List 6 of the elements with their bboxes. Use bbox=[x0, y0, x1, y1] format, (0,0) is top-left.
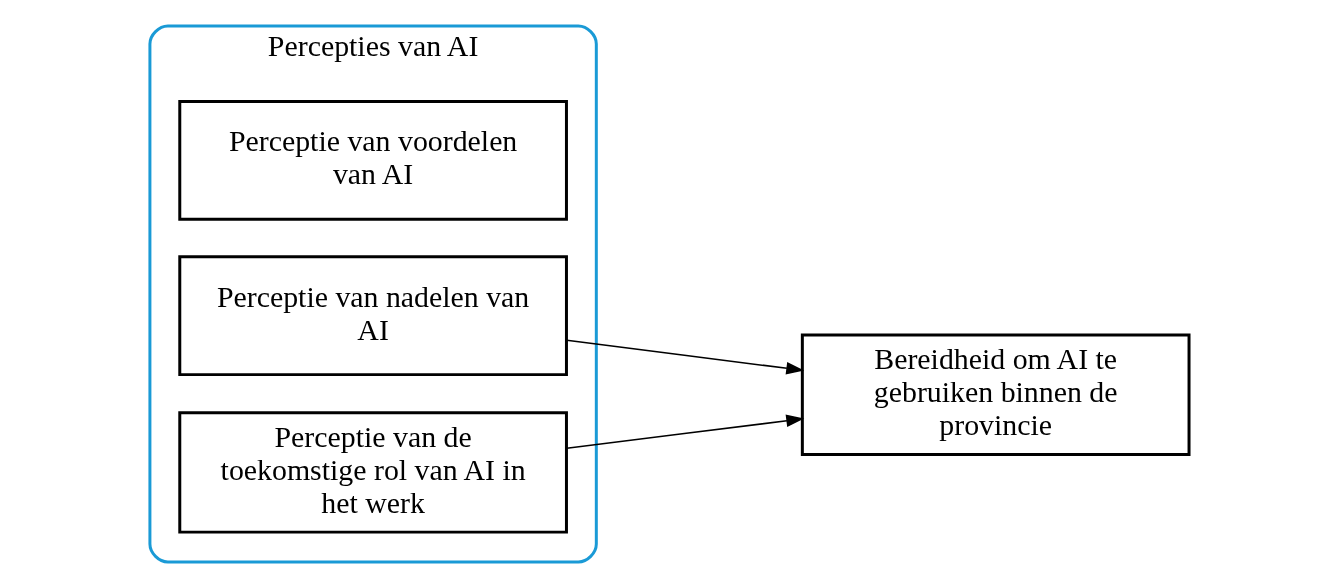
node-box: Bereidheid om AI te gebruiken binnen de provincie bbox=[800, 333, 1191, 456]
arrow bbox=[566, 339, 805, 375]
node-box: Perceptie van voordelen van AI bbox=[178, 99, 568, 221]
node-box: Perceptie van de toekomstige rol van AI in het werk bbox=[178, 411, 568, 534]
node-box: Perceptie van nadelen van AI bbox=[178, 255, 568, 377]
arrow bbox=[566, 414, 805, 450]
